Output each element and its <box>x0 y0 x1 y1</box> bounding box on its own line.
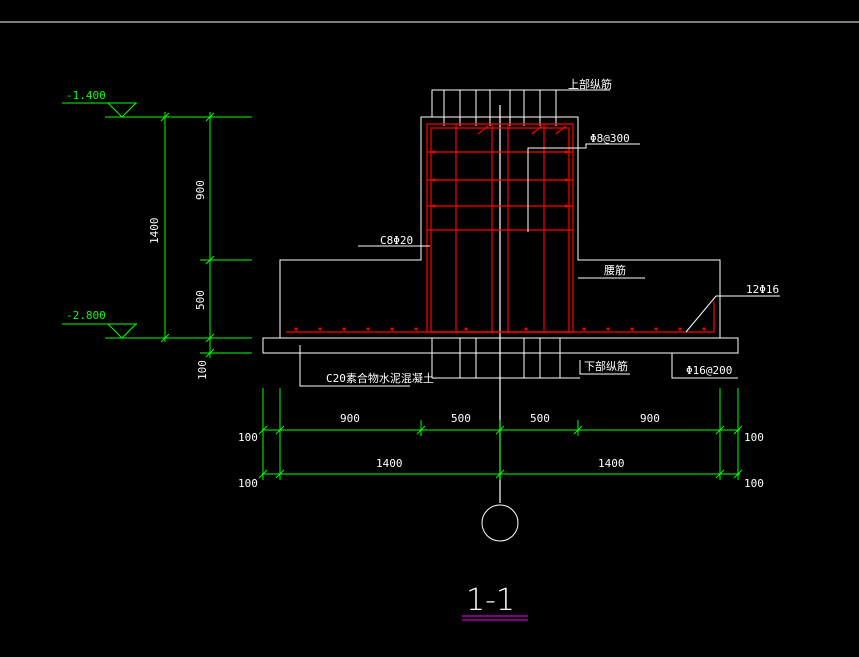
elevation-marker-bottom: -2.800 <box>62 309 252 339</box>
label-bottom-bars: 下部纵筋 <box>584 359 628 373</box>
label-corner-bars: 12Φ16 <box>746 283 779 296</box>
dim-row2-2: 1400 <box>598 457 625 470</box>
elevation-top-label: -1.400 <box>66 89 106 102</box>
label-stirrup-top: Φ8@300 <box>590 132 630 145</box>
horizontal-dimensions <box>258 388 743 480</box>
dim-total-height: 1400 <box>148 218 161 245</box>
axis-bubble <box>481 504 519 542</box>
dim-row1-4: 900 <box>640 412 660 425</box>
elevation-marker-top: -1.400 <box>62 89 252 118</box>
dim-side-bottom-left: 100 <box>238 477 258 490</box>
dim-row1-1: 900 <box>340 412 360 425</box>
label-cushion: C20素合物水泥混凝土 <box>326 371 434 385</box>
rebar-dots <box>294 150 706 331</box>
dim-side-bottom-right: 100 <box>744 477 764 490</box>
dim-cushion-height: 100 <box>196 360 209 380</box>
dim-side-top-right: 100 <box>744 431 764 444</box>
label-top-bars: 上部纵筋 <box>568 77 612 91</box>
vertical-dimensions <box>160 112 252 358</box>
dim-row1-2: 500 <box>451 412 471 425</box>
dim-lower-height: 500 <box>194 290 207 310</box>
dim-upper-height: 900 <box>194 180 207 200</box>
top-bar-leaders <box>443 90 557 126</box>
dim-row2-1: 1400 <box>376 457 403 470</box>
label-bottom-mesh: Φ16@200 <box>686 364 732 377</box>
dim-row1-3: 500 <box>530 412 550 425</box>
base-rebar <box>286 302 715 333</box>
label-stirrup-side: C8Φ20 <box>380 234 413 247</box>
elevation-bottom-label: -2.800 <box>66 309 106 322</box>
label-waist-bars: 腰筋 <box>604 263 626 277</box>
section-title: 1-1 <box>466 583 515 618</box>
dim-side-top-left: 100 <box>238 431 258 444</box>
annotation-leaders <box>299 89 780 387</box>
column-rebar <box>426 123 574 333</box>
